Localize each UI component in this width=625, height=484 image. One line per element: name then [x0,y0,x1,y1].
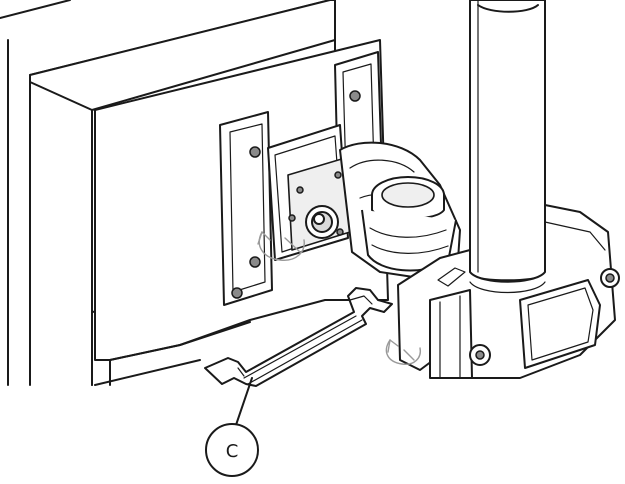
screw-icon [349,90,361,102]
vertical-pole [469,0,546,282]
callout-circle [205,423,259,477]
callout-leader-line [235,377,253,426]
screw-icon [231,287,243,299]
callout-label: C [226,441,239,462]
vesa-plate-left [219,111,273,306]
callout-c: C [205,377,259,477]
screw-icon [249,256,261,268]
wrench [204,287,393,387]
swivel-joint [339,141,461,279]
screw-icon [249,146,261,158]
pole-clamp [397,204,620,379]
rotate-arrow-icon [385,339,421,365]
tilt-bolt [305,205,339,239]
mount-bracket [267,124,351,261]
rotate-arrow-icon [257,231,305,261]
